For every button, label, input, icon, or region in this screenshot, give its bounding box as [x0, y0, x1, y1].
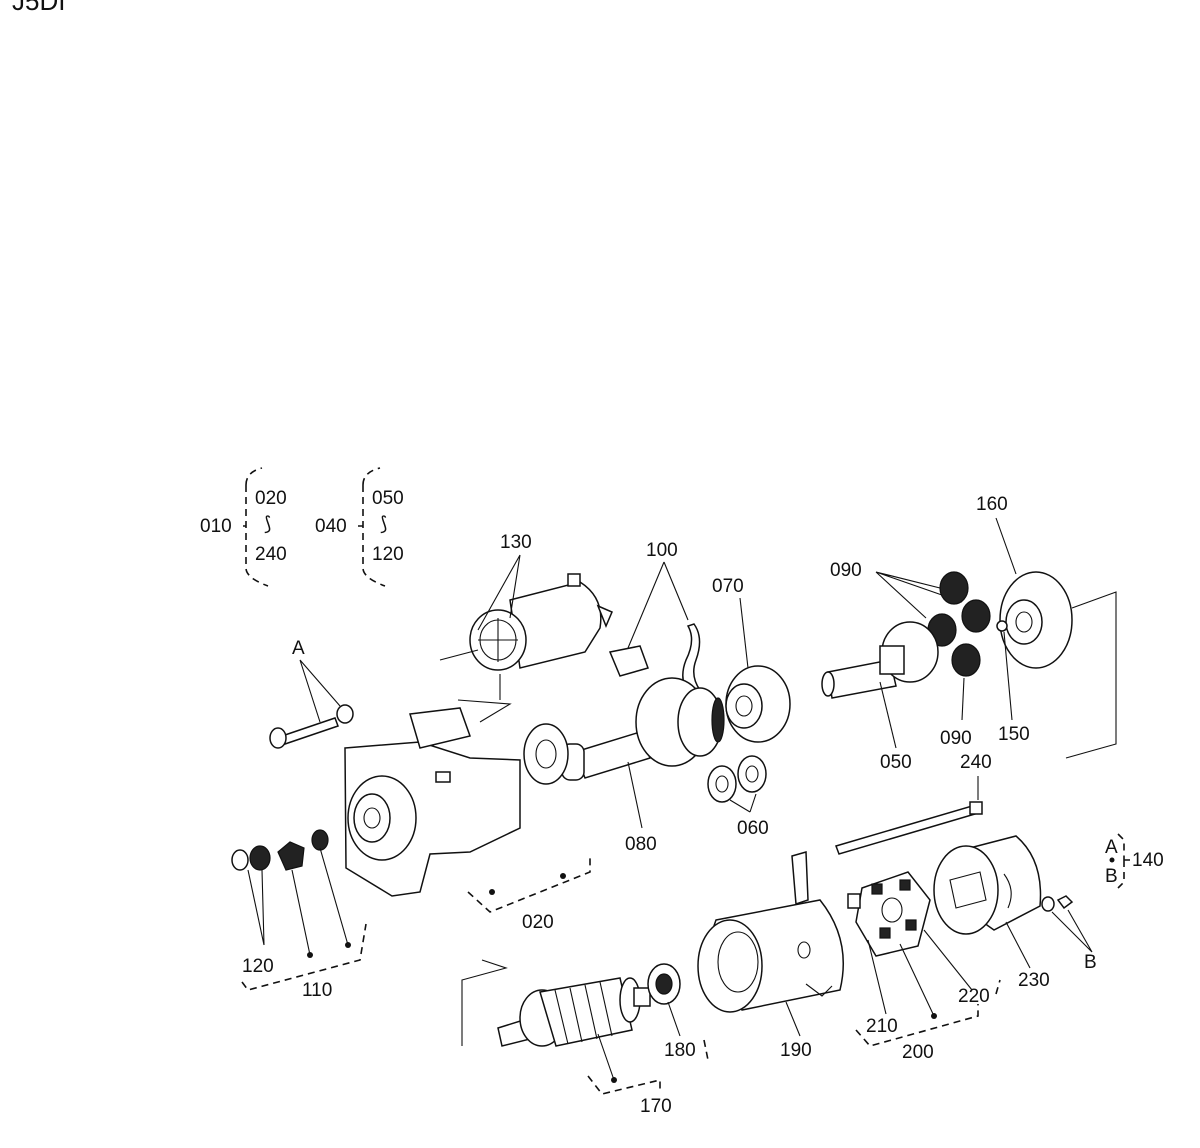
callout-110: 110 [302, 980, 332, 1001]
part-200-brush-holder [847, 871, 931, 957]
callout-130: 130 [500, 532, 532, 553]
group-040-range-mark: ⟆ [380, 514, 387, 535]
group-010-from: 020 [255, 488, 287, 509]
callout-170: 170 [640, 1096, 672, 1117]
callout-060: 060 [737, 818, 769, 839]
callout-070: 070 [712, 576, 744, 597]
part-B-screw [1041, 895, 1074, 912]
group-010-label: 010 [200, 516, 232, 537]
callout-180: 180 [664, 1040, 696, 1061]
callout-A: A [292, 638, 305, 659]
callout-230: 230 [1018, 970, 1050, 991]
part-020-front-housing [344, 707, 521, 897]
group-040-from: 050 [372, 488, 404, 509]
part-020-bearing [523, 723, 569, 785]
part-A-bolt [269, 704, 354, 749]
part-070-clutch-cover [725, 665, 791, 743]
part-180-bearing [647, 963, 681, 1005]
part-230-rear-cover [933, 835, 1042, 935]
callout-100: 100 [646, 540, 678, 561]
group-140-a: A [1105, 837, 1118, 858]
callout-210: 210 [866, 1016, 898, 1037]
part-190-yoke [697, 851, 844, 1013]
callout-150: 150 [998, 724, 1030, 745]
group-010-bracket: 010 020 ⟆ 240 [200, 467, 287, 587]
group-010-range-mark: ⟆ [264, 514, 271, 535]
group-040-bracket: 040 050 ⟆ 120 [315, 467, 404, 587]
group-040-to: 120 [372, 544, 404, 565]
part-160-plate [999, 571, 1073, 669]
group-040-label: 040 [315, 516, 347, 537]
part-150-ball [996, 620, 1008, 632]
part-130-solenoid [469, 573, 613, 671]
part-060-washers [707, 755, 767, 803]
part-170-armature [497, 977, 651, 1047]
part-080-clutch [561, 677, 725, 781]
callout-200: 200 [902, 1042, 934, 1063]
part-050-shaft [821, 621, 939, 699]
callout-090-top: 090 [830, 560, 862, 581]
group-140-b: B [1105, 866, 1118, 887]
callout-080: 080 [625, 834, 657, 855]
group-140-label: 140 [1132, 850, 1164, 871]
part-120-110-pinion-parts [231, 829, 329, 871]
callout-090-bottom: 090 [940, 728, 972, 749]
callout-B: B [1084, 952, 1097, 973]
callout-220: 220 [958, 986, 990, 1007]
part-240-through-bolt [835, 801, 983, 855]
group-010-to: 240 [255, 544, 287, 565]
callout-240: 240 [960, 752, 992, 773]
callout-190: 190 [780, 1040, 812, 1061]
callout-120: 120 [242, 956, 274, 977]
part-090-pinion-gears [927, 571, 991, 677]
callout-160: 160 [976, 494, 1008, 515]
part-100-rubber [608, 645, 649, 677]
callout-050: 050 [880, 752, 912, 773]
diagram-corner-label: J5DI [12, 0, 66, 16]
callout-020: 020 [522, 912, 554, 933]
